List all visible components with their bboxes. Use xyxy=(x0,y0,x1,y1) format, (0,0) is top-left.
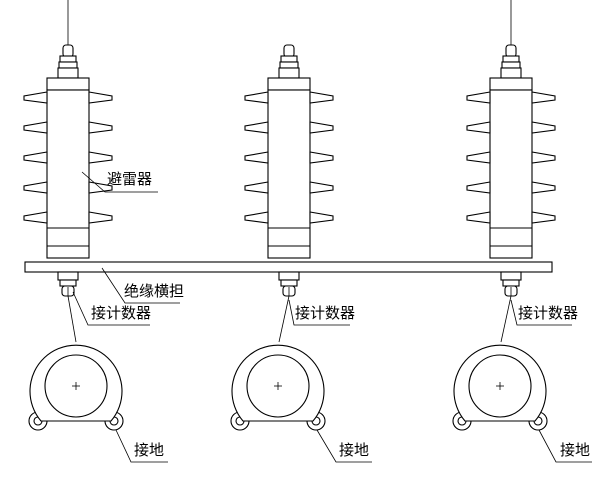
label-counter-3: 接计数器 xyxy=(518,304,579,322)
counter-leader-3 xyxy=(510,299,572,326)
label-insulated-crossarm: 绝缘横担 xyxy=(124,282,185,300)
ground-leader-1 xyxy=(115,429,168,463)
label-counter-2: 接计数器 xyxy=(295,304,356,322)
counter-3 xyxy=(452,344,548,431)
crossarm-leader xyxy=(101,267,180,304)
counter-leader-1 xyxy=(72,291,150,326)
counter-wire-3 xyxy=(500,295,512,343)
arrester-leader xyxy=(81,171,158,193)
counter-leader-2 xyxy=(288,299,350,326)
label-ground-2: 接地 xyxy=(339,441,370,459)
label-counter-1: 接计数器 xyxy=(91,304,152,322)
counter-wire-1 xyxy=(67,295,77,343)
label-arrester: 避雷器 xyxy=(107,170,153,188)
ground-leader-3 xyxy=(538,429,592,463)
arrester-2 xyxy=(244,44,334,297)
ground-leader-2 xyxy=(316,429,372,463)
counter-1 xyxy=(28,344,124,431)
arrester-1 xyxy=(23,44,113,297)
label-ground-3: 接地 xyxy=(560,441,591,459)
counter-wire-2 xyxy=(278,295,290,343)
label-ground-1: 接地 xyxy=(134,441,165,459)
arrester-3 xyxy=(466,44,556,297)
counter-2 xyxy=(230,344,326,431)
